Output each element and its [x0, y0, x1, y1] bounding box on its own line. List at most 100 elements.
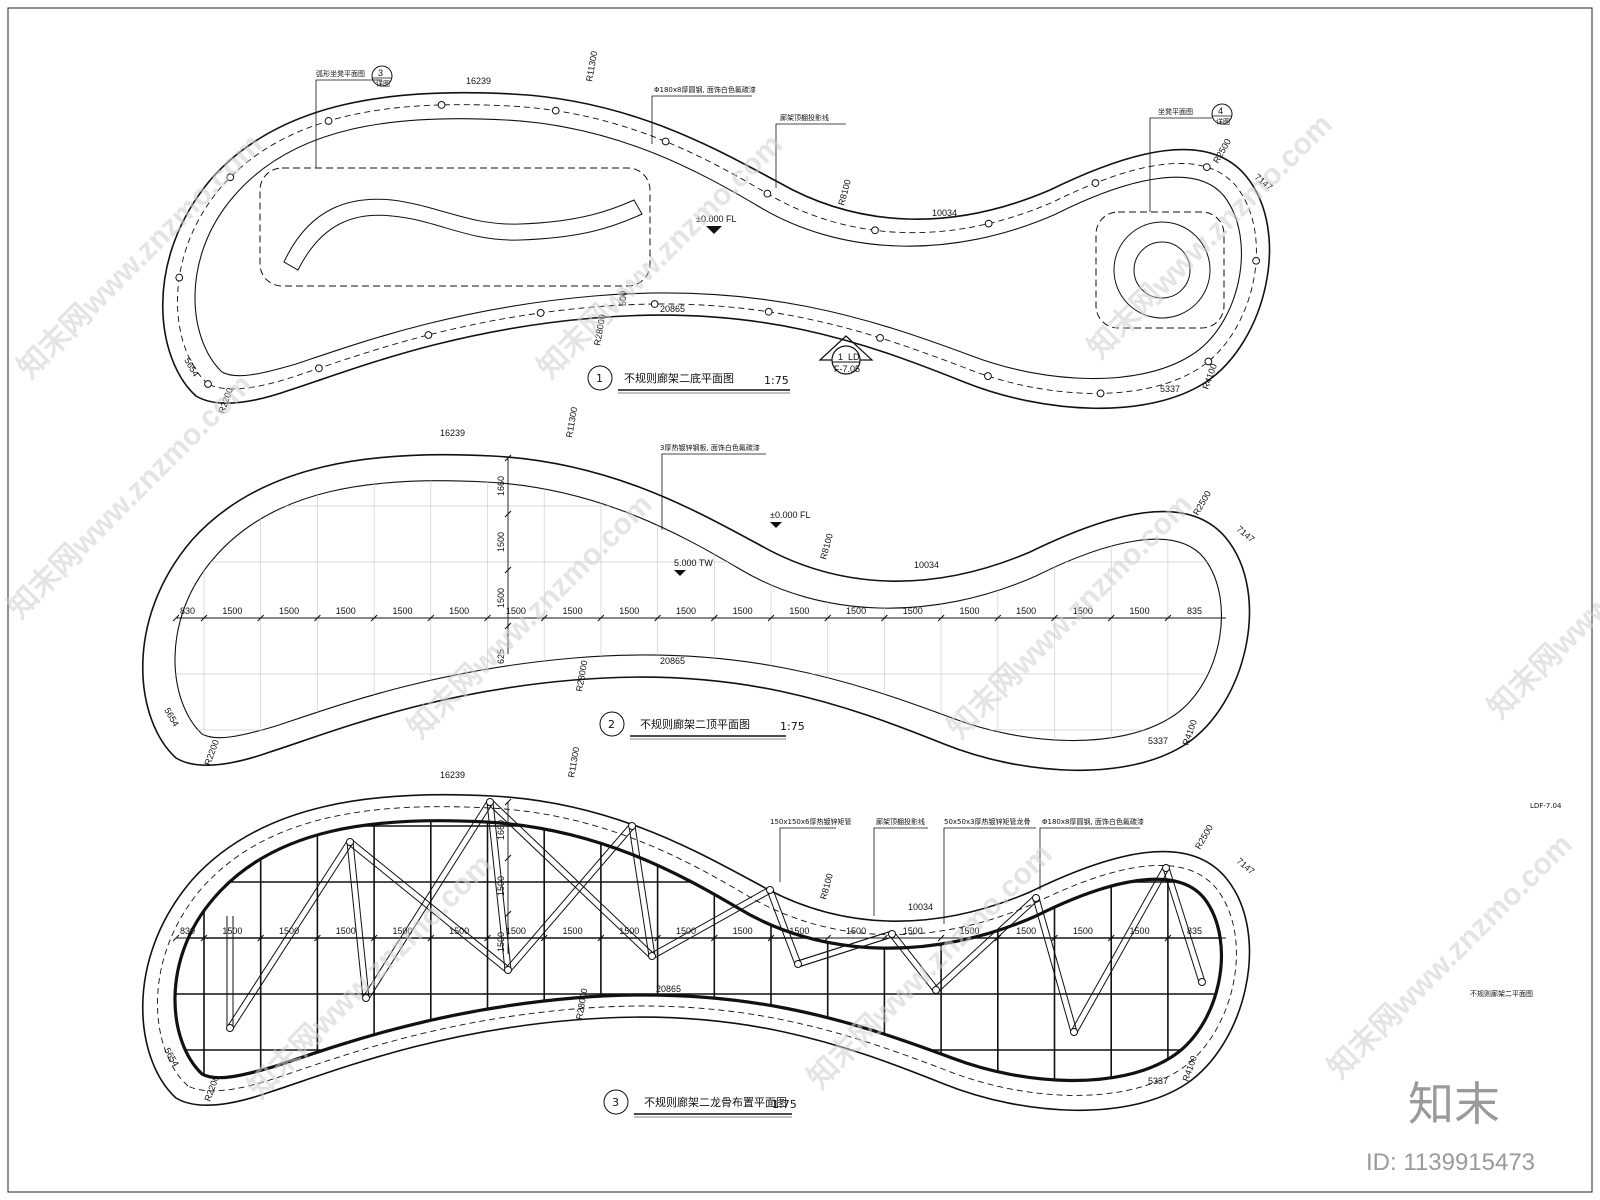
note-projection: 廊架顶棚投影线 — [876, 817, 925, 826]
bench-arc-outline — [259, 167, 651, 287]
dim-label: 1500 — [392, 926, 412, 936]
truss-joint — [504, 966, 512, 974]
dim-tick — [484, 934, 491, 942]
truss-member — [505, 823, 631, 969]
dim-tick — [370, 934, 378, 942]
svg-text:1:75: 1:75 — [764, 374, 789, 387]
dim-tick — [994, 614, 1002, 622]
dim-label: 1500 — [619, 926, 639, 936]
dim-label: 1500 — [506, 606, 526, 616]
column-post — [1202, 163, 1211, 172]
svg-text:1:75: 1:75 — [772, 1098, 797, 1111]
dim-label: 1500 — [563, 926, 583, 936]
column-post — [315, 364, 323, 373]
top-level-triangle — [674, 570, 686, 576]
brand-logo: 知末 — [1408, 1077, 1500, 1131]
dim-tick — [427, 614, 435, 622]
truss-member — [634, 825, 656, 956]
dim-r-left: R2200 — [202, 1074, 220, 1102]
column-post — [551, 106, 560, 115]
leader-pipe — [651, 95, 752, 144]
truss-member — [1162, 868, 1200, 984]
note-tube50: 50x50x3厚热镀锌矩管龙骨 — [944, 817, 1031, 826]
dim-arc-top: 16239 — [440, 428, 465, 438]
level-triangle — [770, 522, 782, 528]
dim-label: 1500 — [222, 926, 242, 936]
truss-member — [368, 803, 493, 1000]
note-bench: 坐凳平面图 — [1158, 107, 1193, 116]
dim-label: 1500 — [733, 926, 753, 936]
dim-tick — [767, 614, 775, 622]
dim-tick — [257, 614, 265, 622]
svg-text:LD: LD — [848, 352, 860, 362]
dim-label: 625 — [496, 649, 506, 664]
truss-member — [232, 843, 353, 1030]
dim-tick — [504, 798, 512, 806]
watermark-text: 知末网www.znzmo.com — [532, 128, 789, 385]
dim-tick — [540, 934, 548, 942]
dim-r-right-bottom: R4100 — [1180, 1054, 1198, 1082]
dim-r-mid: R8100 — [818, 532, 835, 560]
plan-2-title: 2 不规则廊架二顶平面图 1:75 — [599, 711, 805, 740]
dim-right-bottom: 5337 — [1148, 1076, 1168, 1086]
dim-left: 5654 — [162, 1046, 181, 1068]
dim-tick — [504, 510, 512, 518]
dim-label: 1500 — [496, 532, 506, 552]
dim-tick — [1107, 934, 1115, 942]
dim-label: 1500 — [449, 926, 469, 936]
dim-tick — [767, 934, 775, 942]
column-post — [1096, 389, 1105, 398]
column-post — [437, 101, 446, 109]
dim-right-bottom: 5337 — [1148, 736, 1168, 746]
column-post — [324, 117, 333, 125]
truss-joint — [1070, 1028, 1078, 1036]
svg-text:1: 1 — [838, 352, 843, 362]
callout-4: 4 详图 — [1211, 103, 1233, 126]
dim-label: 1500 — [506, 926, 526, 936]
dim-r-mid: R8100 — [818, 872, 835, 900]
truss-member — [650, 886, 769, 954]
dim-r-top: R11300 — [584, 50, 599, 82]
level-mark: ±0.000 FL — [770, 510, 810, 520]
truss-member — [889, 935, 935, 993]
dim-label: 1500 — [846, 926, 866, 936]
svg-text:不规则廊架二底平面图: 不规则廊架二底平面图 — [624, 371, 734, 385]
column-post — [876, 333, 884, 342]
dim-label: 1660 — [496, 820, 506, 840]
truss-member — [363, 800, 488, 997]
truss-joint — [346, 838, 354, 846]
truss-member — [933, 895, 1035, 989]
bench-arc — [283, 198, 643, 271]
column-post — [1091, 179, 1100, 187]
main-truss — [226, 798, 1206, 1036]
dim-tick — [1107, 614, 1115, 622]
dim-label: 1500 — [496, 876, 506, 896]
dim-tick — [597, 934, 605, 942]
dim-r-right: R2500 — [1193, 823, 1215, 851]
truss-member — [796, 930, 892, 962]
svg-text:1:75: 1:75 — [780, 720, 805, 733]
column-post — [650, 300, 659, 308]
truss-joint — [1032, 894, 1040, 902]
section-mark: 1 LD F-7.05 — [818, 335, 874, 375]
dim-label: 1500 — [1073, 606, 1093, 616]
dim-tick — [257, 934, 265, 942]
truss-joint — [932, 986, 940, 994]
dim-label: 1500 — [959, 606, 979, 616]
dim-label: 1500 — [279, 606, 299, 616]
svg-text:详图: 详图 — [1216, 117, 1230, 126]
truss-member — [491, 799, 655, 955]
plan-1-title: 1 不规则廊架二底平面图 1:75 — [587, 365, 790, 394]
truss-member — [1032, 898, 1072, 1033]
column-post — [871, 226, 879, 235]
leader-plate — [661, 453, 766, 530]
truss-member — [1070, 866, 1164, 1031]
leader-bench — [1149, 117, 1212, 212]
dim-tick — [314, 614, 321, 622]
svg-text:详图: 详图 — [376, 79, 390, 88]
dim-tick — [504, 910, 512, 918]
dim-bottom: 20865 — [656, 984, 681, 994]
